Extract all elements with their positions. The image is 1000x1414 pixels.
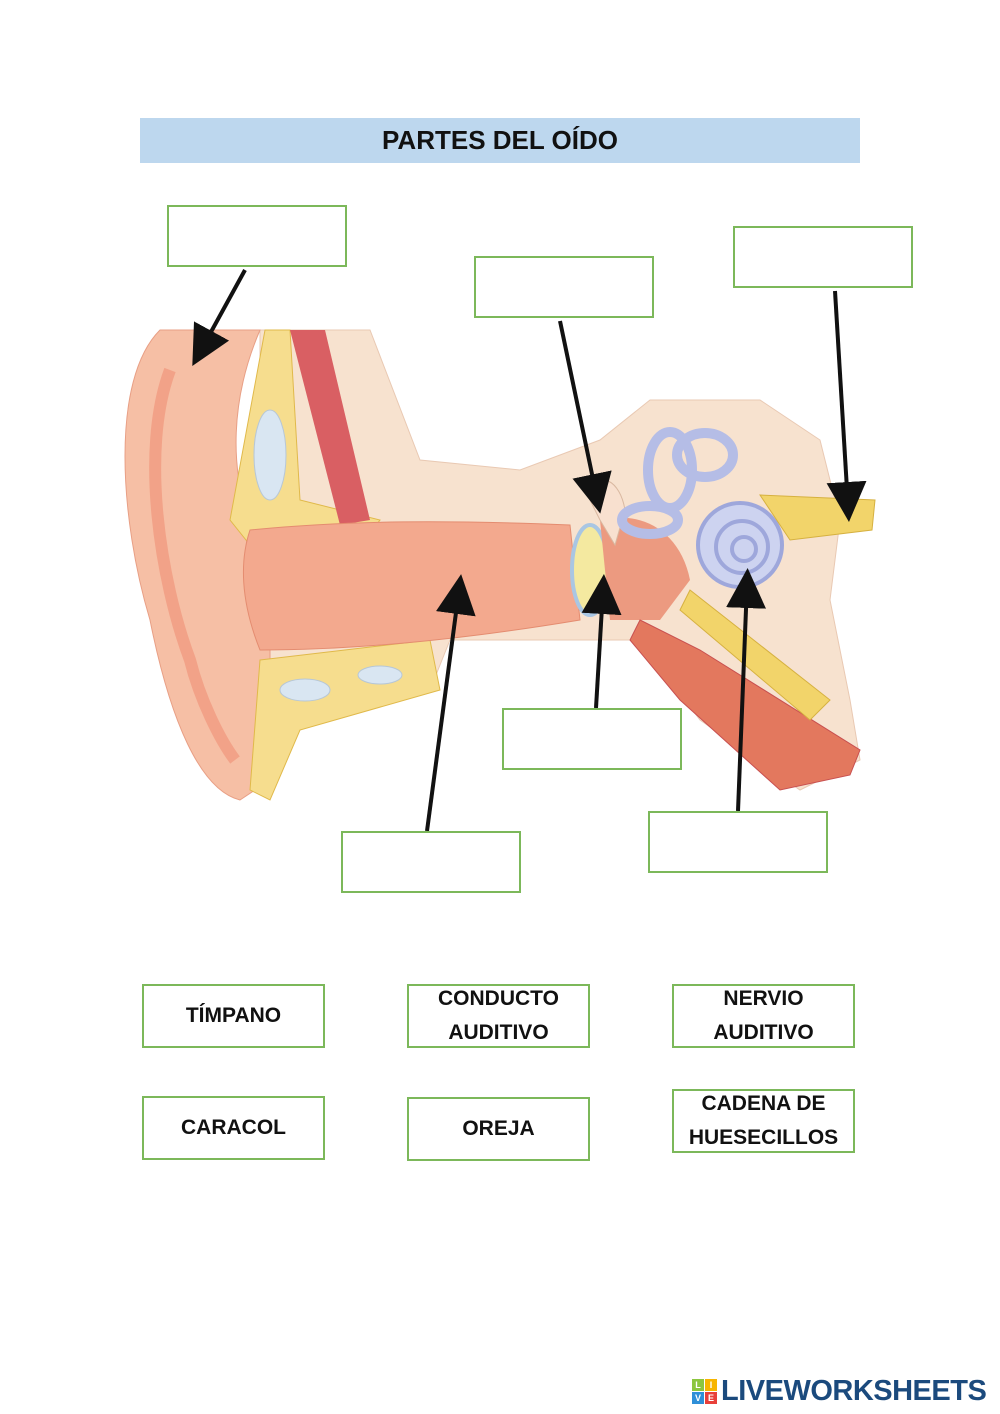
liveworksheets-logo: L I V E LIVEWORKSHEETS [692, 1375, 987, 1408]
logo-tile: E [705, 1392, 717, 1404]
worksheet-title: PARTES DEL OÍDO [382, 125, 618, 155]
arrow-auditory-nerve [826, 290, 867, 522]
ear-diagram [124, 269, 876, 832]
word-card-nervio-auditivo[interactable]: NERVIO AUDITIVO [672, 984, 855, 1048]
arrow-outer-ear [192, 269, 247, 367]
word-card-oreja[interactable]: OREJA [407, 1097, 590, 1161]
word-line: AUDITIVO [713, 1021, 814, 1044]
word-line: NERVIO [723, 987, 804, 1010]
arrow-ear-canal [425, 574, 476, 832]
logo-tile: L [692, 1379, 704, 1391]
word-card-timpano[interactable]: TÍMPANO [142, 984, 325, 1048]
word-card-caracol[interactable]: CARACOL [142, 1096, 325, 1160]
word-line: TÍMPANO [185, 1004, 282, 1027]
answer-box-eardrum[interactable] [502, 708, 682, 770]
answer-box-cochlea[interactable] [648, 811, 828, 873]
answer-box-ear-canal[interactable] [341, 831, 521, 893]
word-line: HUESECILLOS [688, 1126, 839, 1149]
word-line: OREJA [462, 1117, 535, 1140]
word-line: AUDITIVO [448, 1021, 549, 1044]
worksheet-title-bar: PARTES DEL OÍDO [140, 118, 860, 163]
word-line: CONDUCTO [438, 987, 559, 1010]
word-card-conducto-auditivo[interactable]: CONDUCTO AUDITIVO [407, 984, 590, 1048]
arrow-cochlea [726, 568, 767, 812]
arrow-ossicles [558, 320, 612, 514]
cartilage-lower [249, 639, 441, 801]
word-card-cadena-de-huesecillos[interactable]: CADENA DE HUESECILLOS [672, 1089, 855, 1153]
logo-tile: V [692, 1392, 704, 1404]
ear-canal [242, 521, 581, 651]
pointer-arrows [192, 269, 867, 832]
eustachian-tube [629, 619, 861, 791]
answer-box-outer-ear[interactable] [167, 205, 347, 267]
semicircular-canals [617, 427, 738, 539]
logo-tile: I [705, 1379, 717, 1391]
muscle [290, 330, 370, 525]
word-line: CARACOL [181, 1116, 286, 1139]
answer-box-ossicles[interactable] [474, 256, 654, 318]
word-line: CADENA DE [701, 1092, 826, 1115]
arrow-eardrum [581, 574, 622, 709]
answer-box-auditory-nerve[interactable] [733, 226, 913, 288]
logo-tiles-icon: L I V E [692, 1379, 717, 1404]
logo-text: LIVEWORKSHEETS [721, 1375, 987, 1407]
